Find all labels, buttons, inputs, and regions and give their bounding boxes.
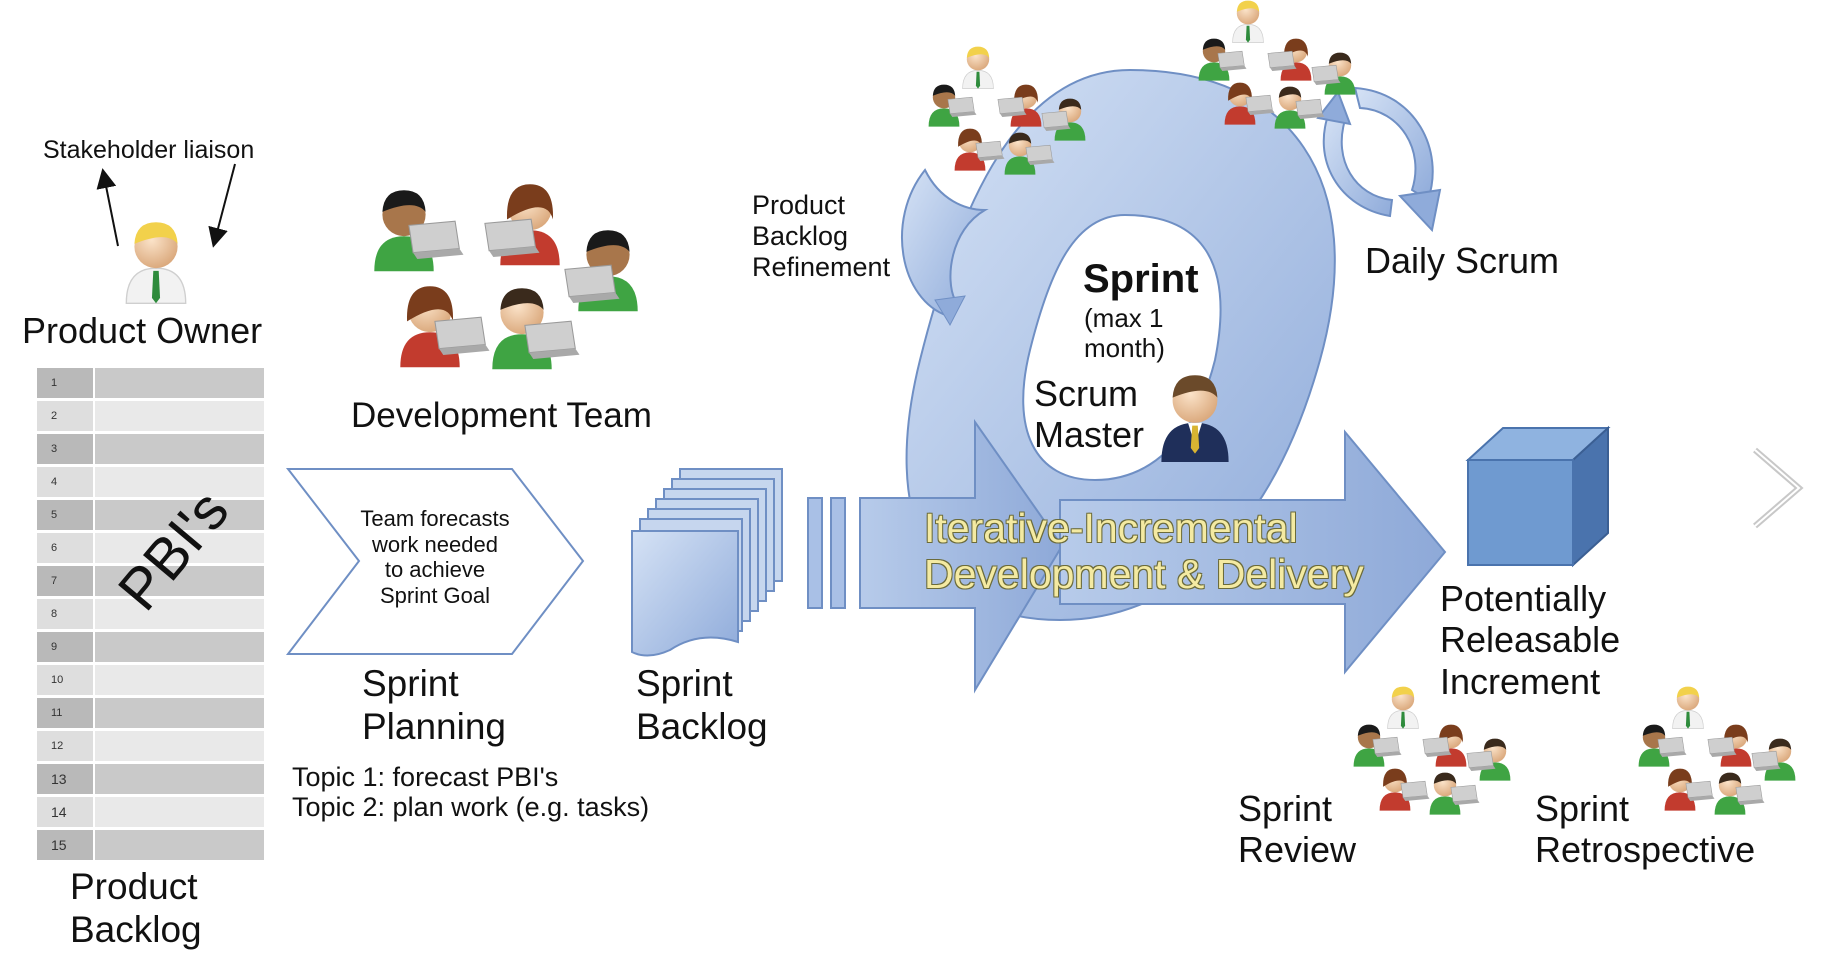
backlog-row: 5: [37, 500, 264, 530]
sprint-planning-shape: [285, 468, 585, 655]
separator-bar: [807, 497, 823, 609]
refinement-arrowhead: [934, 295, 966, 327]
backlog-row-number: 3: [37, 434, 93, 464]
backlog-row-number: 1: [37, 368, 93, 398]
backlog-row-cell: [95, 368, 264, 398]
backlog-row: 15: [37, 830, 264, 860]
backlog-row-cell: [95, 500, 264, 530]
backlog-row-number: 7: [37, 566, 93, 596]
backlog-row-number: 5: [37, 500, 93, 530]
backlog-row-number: 4: [37, 467, 93, 497]
backlog-row-number: 9: [37, 632, 93, 662]
backlog-row: 4: [37, 467, 264, 497]
backlog-row-cell: [95, 434, 264, 464]
development-team-label: Development Team: [351, 396, 652, 435]
backlog-row-cell: [95, 731, 264, 761]
daily-scrum-label: Daily Scrum: [1365, 240, 1560, 281]
product-owner-icon: [125, 221, 187, 304]
iterative-arrow-front: [1059, 429, 1447, 675]
backlog-row: 13: [37, 764, 264, 794]
refinement-loop-icon: [900, 168, 989, 318]
backlog-row: 2: [37, 401, 264, 431]
product-owner-label: Product Owner: [22, 310, 263, 351]
backlog-row-number: 13: [37, 764, 93, 794]
backlog-row: 12: [37, 731, 264, 761]
sprint-review-team-icon: [1354, 687, 1511, 815]
backlog-row-cell: [95, 533, 264, 563]
backlog-row-cell: [95, 467, 264, 497]
backlog-row: 11: [37, 698, 264, 728]
backlog-row-number: 15: [37, 830, 93, 860]
stakeholder-liaison-label: Stakeholder liaison: [43, 136, 255, 164]
backlog-row-cell: [95, 764, 264, 794]
chevron-right-icon[interactable]: [1749, 446, 1805, 530]
backlog-row: 10: [37, 665, 264, 695]
backlog-row: 6: [37, 533, 264, 563]
iterative-arrow-back: [859, 418, 1064, 694]
backlog-row-number: 10: [37, 665, 93, 695]
backlog-row: 9: [37, 632, 264, 662]
backlog-row-cell: [95, 698, 264, 728]
backlog-row-number: 14: [37, 797, 93, 827]
sprint-label: Sprint: [1083, 257, 1199, 301]
sprint-backlog-icon: [631, 468, 783, 657]
backlog-row-cell: [95, 797, 264, 827]
cycle-arrow-icon: [1316, 86, 1442, 233]
backlog-row: 7: [37, 566, 264, 596]
backlog-row-number: 2: [37, 401, 93, 431]
backlog-row: 14: [37, 797, 264, 827]
backlog-row: 3: [37, 434, 264, 464]
backlog-row: 1: [37, 368, 264, 398]
backlog-row-cell: [95, 566, 264, 596]
backlog-row-cell: [95, 632, 264, 662]
backlog-row-cell: [95, 665, 264, 695]
development-team-icon: [374, 184, 638, 370]
backlog-row-number: 6: [37, 533, 93, 563]
backlog-row-number: 11: [37, 698, 93, 728]
backlog-row-cell: [95, 401, 264, 431]
arrow-up-icon: [96, 168, 119, 247]
backlog-row: 8: [37, 599, 264, 629]
arrow-down-icon: [208, 163, 236, 248]
backlog-row-cell: [95, 599, 264, 629]
backlog-row-cell: [95, 830, 264, 860]
backlog-row-number: 12: [37, 731, 93, 761]
backlog-row-number: 8: [37, 599, 93, 629]
separator-bar: [830, 497, 846, 609]
cube-icon: [1465, 425, 1611, 568]
